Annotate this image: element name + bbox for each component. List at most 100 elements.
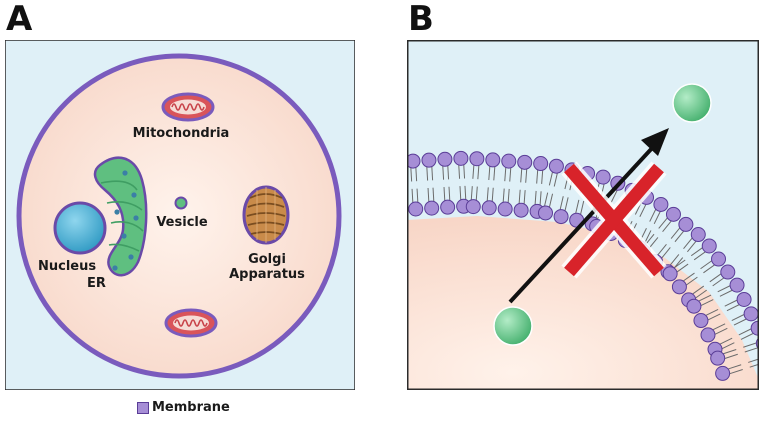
- lipid-tail: [580, 200, 585, 215]
- lipid-tail: [740, 332, 754, 340]
- lipid-tail: [534, 190, 537, 205]
- lipid-tail: [705, 308, 719, 316]
- lipid-tail: [488, 165, 491, 181]
- lipid-tail: [639, 203, 647, 217]
- lipid-tail: [427, 187, 430, 202]
- lipid-tail: [726, 304, 740, 312]
- lipid-tail: [416, 188, 419, 203]
- lipid-tail: [448, 186, 451, 201]
- lipid-tail: [442, 165, 445, 180]
- lipid-tail: [447, 165, 450, 180]
- lipid-head: [440, 199, 456, 215]
- legend: Membrane: [137, 400, 230, 415]
- mitochondria-label: Mitochondria: [133, 126, 230, 141]
- lipid-head: [553, 209, 569, 225]
- lipid-tail: [731, 313, 745, 321]
- mitochondria-bottom: [164, 308, 218, 338]
- lipid-tail: [486, 187, 489, 202]
- lipid-tail: [575, 199, 580, 214]
- lipid-tail: [729, 369, 743, 375]
- lipid-tail: [727, 364, 742, 370]
- lipid-tail: [670, 227, 681, 239]
- lipid-tail: [507, 188, 510, 203]
- lipid-tail: [459, 186, 462, 201]
- lipid-tail: [685, 276, 698, 286]
- lipid-tail: [520, 168, 523, 183]
- arrow-head: [641, 128, 669, 156]
- lipid-tail: [410, 167, 413, 182]
- lipid-tail: [676, 263, 689, 273]
- lipid-head: [710, 350, 726, 366]
- lipid-tail: [477, 165, 480, 180]
- lipid-head: [686, 298, 702, 314]
- lipid-tail: [719, 289, 733, 297]
- lipid-tail: [683, 237, 693, 250]
- lipid-tail: [472, 164, 475, 179]
- lipid-head: [701, 238, 717, 254]
- lipid-tail: [714, 327, 728, 335]
- lipid-tail: [721, 342, 735, 350]
- lipid-head: [481, 200, 497, 216]
- lipid-tail: [722, 349, 737, 355]
- molecule-outside: [672, 83, 712, 123]
- lipid-head: [538, 205, 554, 221]
- lipid-tail: [744, 347, 759, 353]
- membrane-legend-swatch: [137, 401, 149, 414]
- lipid-head: [715, 365, 731, 381]
- er-label: ER: [87, 276, 106, 291]
- lipid-head: [693, 313, 709, 329]
- cell-interior: [407, 216, 759, 390]
- cell-membrane: [16, 53, 342, 379]
- lipid-head: [533, 156, 549, 172]
- lipid-tail: [509, 167, 512, 182]
- lipid-head: [408, 201, 424, 217]
- lipid-tail: [653, 210, 661, 225]
- lipid-tail: [657, 244, 667, 256]
- lipid-tail: [411, 188, 414, 203]
- lipid-tail: [669, 254, 680, 266]
- lipid-tail: [443, 187, 446, 202]
- lipid-head: [407, 153, 421, 169]
- lipid-head: [690, 227, 706, 243]
- lipid-tail: [458, 164, 461, 179]
- lipid-head: [736, 291, 752, 307]
- panel-a-letter: A: [6, 0, 33, 39]
- lipid-tail: [719, 337, 733, 345]
- lipid-head: [662, 266, 678, 282]
- lipid-head: [485, 152, 501, 168]
- lipid-head: [548, 158, 564, 174]
- golgi-label-line2: Apparatus: [229, 267, 305, 282]
- lipid-tail: [493, 166, 496, 181]
- lipid-tail: [415, 167, 418, 182]
- lipid-tail: [491, 187, 494, 202]
- molecule-inside: [493, 306, 533, 346]
- lipid-tail: [682, 272, 695, 282]
- lipid-tail: [564, 197, 569, 212]
- lipid-tail: [661, 247, 671, 259]
- lipid-head: [720, 264, 736, 280]
- lipid-tail: [541, 169, 544, 184]
- lipid-tail: [548, 171, 554, 186]
- nucleus: [53, 201, 107, 255]
- lipid-tail: [692, 285, 705, 295]
- lipid-tail: [649, 208, 657, 222]
- lipid-tail: [738, 328, 752, 336]
- lipid-tail: [724, 299, 738, 307]
- lipid-head: [729, 277, 745, 293]
- lipid-tail: [698, 294, 712, 302]
- lipid-head: [437, 151, 453, 167]
- lipid-tail: [504, 167, 507, 182]
- lipid-head: [465, 199, 481, 215]
- lipid-tail: [700, 299, 714, 307]
- lipid-tail: [733, 318, 747, 326]
- lipid-tail: [518, 189, 521, 204]
- lipid-tail: [544, 192, 549, 207]
- lipid-tail: [712, 323, 726, 331]
- lipid-tail: [610, 189, 618, 203]
- lipid-tail: [690, 247, 703, 257]
- lipid-tail: [693, 251, 706, 261]
- lipid-head: [497, 201, 513, 217]
- lipid-tail: [525, 168, 528, 183]
- lipid-head: [513, 202, 529, 218]
- lipid-tail: [463, 164, 466, 179]
